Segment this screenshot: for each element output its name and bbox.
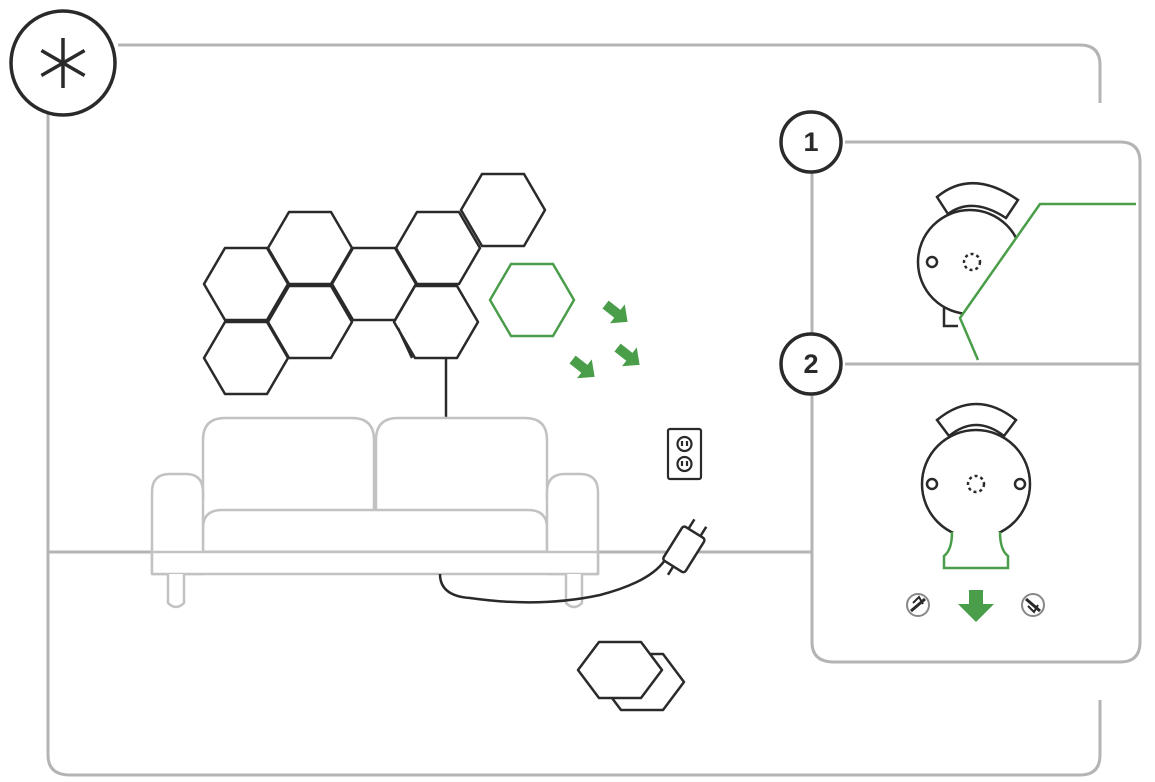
- steps-panel-frame: [810, 140, 1142, 664]
- step-1-badge: [779, 110, 843, 174]
- asterisk-icon: [9, 9, 117, 117]
- arrow-icon: [569, 300, 640, 379]
- hexagon-panel: [392, 284, 480, 360]
- connector-tab-green: [942, 531, 1010, 570]
- outer-frame: [46, 43, 1102, 777]
- new-hexagon-panel: [488, 262, 576, 338]
- no-rotate-icon: [906, 593, 930, 617]
- step-1-number: 1: [803, 127, 819, 157]
- hexagon-panel: [202, 320, 290, 396]
- arrow-icon: [958, 590, 994, 622]
- sofa: [150, 416, 600, 609]
- hexagon-panel: [202, 246, 290, 322]
- hexagon-panel: [459, 172, 547, 248]
- step-2-number: 2: [803, 349, 819, 379]
- step-2-badge: [779, 332, 843, 396]
- panel-edge-green: [958, 202, 1136, 361]
- hexagon-stack-icon: [576, 640, 686, 712]
- outlet-icon: [666, 427, 703, 481]
- mount-plate-step-2: [920, 402, 1032, 540]
- power-cable: [438, 559, 667, 604]
- hexagon-panel-layout: [202, 172, 547, 396]
- no-rotate-icon: [1021, 593, 1045, 617]
- plug-icon: [662, 518, 708, 576]
